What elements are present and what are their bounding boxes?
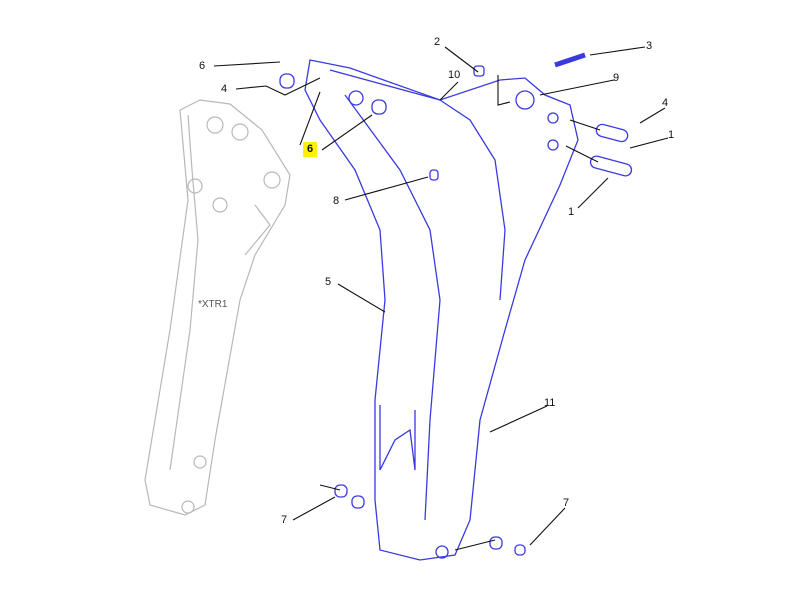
callout-7b[interactable]: 7: [563, 497, 570, 509]
callout-7[interactable]: 7: [281, 514, 288, 526]
callout-11[interactable]: 11: [544, 397, 556, 409]
callout-8[interactable]: 8: [333, 195, 340, 207]
callout-4b[interactable]: 4: [662, 97, 669, 109]
callout-6[interactable]: 6: [199, 60, 206, 72]
leader-lines: [213, 46, 669, 551]
stick-label: *XTR1: [198, 299, 228, 310]
callout-6-highlighted[interactable]: 6: [303, 142, 318, 157]
callout-5[interactable]: 5: [325, 276, 332, 288]
boom-outline: [279, 52, 633, 561]
callout-2[interactable]: 2: [434, 36, 441, 48]
callout-10[interactable]: 10: [448, 69, 461, 81]
callout-1b[interactable]: 1: [568, 206, 575, 218]
callout-9[interactable]: 9: [613, 72, 620, 84]
callout-1[interactable]: 1: [668, 129, 675, 141]
callout-3[interactable]: 3: [646, 40, 653, 52]
stick-outline: [144, 99, 291, 516]
callout-4[interactable]: 4: [221, 83, 228, 95]
